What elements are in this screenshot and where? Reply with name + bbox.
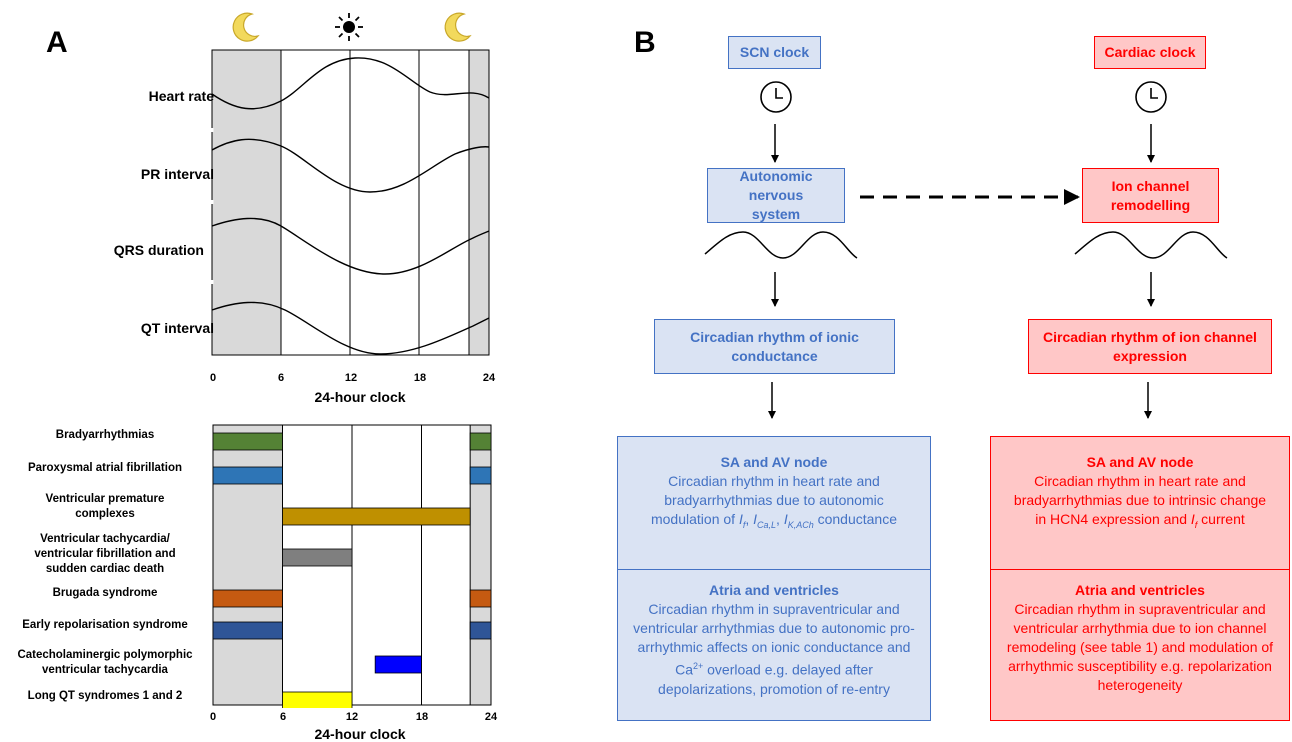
ecg-row-label: PR interval [140,166,214,182]
left-node-text-2: conductance [817,511,898,527]
right-node-section: SA and AV node Circadian rhythm in heart… [991,453,1289,535]
arrhythmia-bar [282,507,471,526]
ion-channel-expression-rhythm-box: Circadian rhythm of ion channel expressi… [1028,319,1272,374]
right-outcomes-box: SA and AV node Circadian rhythm in heart… [990,436,1290,721]
ecg-curves [211,57,490,355]
x-axis-title: 24-hour clock [314,389,406,405]
x-tick-label: 24 [484,711,498,723]
arrhythmia-bar [212,589,283,608]
x-tick-label: 6 [277,372,285,384]
current-subscript: f [1194,519,1198,530]
current-subscript: f [742,519,746,530]
current-symbol: I [753,511,758,527]
arrhythmia-bar [212,621,283,640]
arrhythmia-label: Ventricular premature complexes [45,493,165,520]
right-node-text-2: current [1201,511,1245,527]
calcium-superscript: 2+ [692,661,704,671]
left-atria-text-1: Circadian rhythm in supraventricular and… [633,601,915,678]
wave-icon [703,228,859,262]
x-tick-label: 24 [482,372,496,384]
arrhythmia-bar [469,432,492,451]
current-symbol: I [738,511,743,527]
ecg-row-label: QRS duration [113,242,204,258]
right-atria-heading: Atria and ventricles [1075,582,1205,598]
arrhythmia-bar [469,621,492,640]
x-tick-label: 0 [209,711,217,723]
left-node-heading: SA and AV node [720,454,828,470]
arrhythmia-label: Bradyarrhythmias [55,429,155,441]
sun-icon [334,12,364,42]
ecg-row-label: Heart rate [148,88,214,104]
current-symbol: I [1190,511,1195,527]
arrhythmia-bar [469,466,492,485]
right-atria-section: Atria and ventricles Circadian rhythm in… [991,581,1289,695]
x-axis-title-bottom: 24-hour clock [314,726,406,742]
arrhythmia-bar [212,432,283,451]
left-node-section: SA and AV node Circadian rhythm in heart… [618,453,930,535]
arrhythmia-label: Ventricular tachycardia/ ventricular fib… [34,533,176,575]
left-node-text: Circadian rhythm in heart rate and brady… [650,473,898,530]
current-subscript: Ca,L [757,519,777,530]
ecg-row-label: QT interval [140,320,214,336]
arrhythmia-timing-chart [212,424,492,708]
x-tick-label: 18 [415,711,429,723]
arrhythmia-label: Paroxysmal atrial fibrillation [27,462,183,474]
arrhythmia-label: Early repolarisation syndrome [22,619,188,631]
x-tick-label: 12 [345,711,359,723]
moon-icon [440,10,472,44]
moon-icon [228,10,260,44]
current-symbol: I [783,511,788,527]
ionic-conductance-rhythm-box: Circadian rhythm of ionic conductance [654,319,895,374]
ion-channel-remodelling-box: Ion channel remodelling [1082,168,1219,223]
arrhythmia-bar [282,691,353,708]
flow-connectors [768,124,1155,419]
panel-b-label: B [634,26,656,59]
clock-icon [759,80,793,114]
right-box-divider [991,569,1289,570]
x-tick-label: 18 [413,372,427,384]
cardiac-clock-box: Cardiac clock [1094,36,1206,69]
arrhythmia-bar [469,589,492,608]
left-atria-heading: Atria and ventricles [709,582,839,598]
arrhythmia-label: Brugada syndrome [52,587,158,599]
x-tick-label: 6 [279,711,287,723]
right-node-text-1: Circadian rhythm in heart rate and brady… [1013,473,1267,527]
arrhythmia-bar [282,548,353,567]
autonomic-nervous-system-box: Autonomic nervous system [707,168,845,223]
arrhythmia-label: Catecholaminergic polymorphic ventricula… [17,649,193,676]
clock-icon [1134,80,1168,114]
panel-a-label: A [46,26,68,59]
scn-clock-box: SCN clock [728,36,821,69]
left-box-divider [618,569,930,570]
ecg-circadian-plot [210,49,490,356]
arrhythmia-bar [212,466,283,485]
left-node-text-1: Circadian rhythm in heart rate and brady… [650,473,884,527]
right-node-text: Circadian rhythm in heart rate and brady… [991,472,1289,535]
left-outcomes-box: SA and AV node Circadian rhythm in heart… [617,436,931,721]
left-atria-text: Circadian rhythm in supraventricular and… [618,600,930,699]
x-tick-label: 12 [344,372,358,384]
right-atria-text: Circadian rhythm in supraventricular and… [1006,601,1274,693]
right-node-heading: SA and AV node [1086,454,1194,470]
x-tick-label: 0 [209,372,217,384]
wave-icon [1073,228,1229,262]
current-subscript: K,ACh [787,519,814,530]
arrhythmia-bar [374,655,422,674]
arrhythmia-label: Long QT syndromes 1 and 2 [27,690,183,702]
left-atria-section: Atria and ventricles Circadian rhythm in… [618,581,930,699]
left-atria-text-2: overload e.g. delayed after depolarizati… [658,661,890,697]
